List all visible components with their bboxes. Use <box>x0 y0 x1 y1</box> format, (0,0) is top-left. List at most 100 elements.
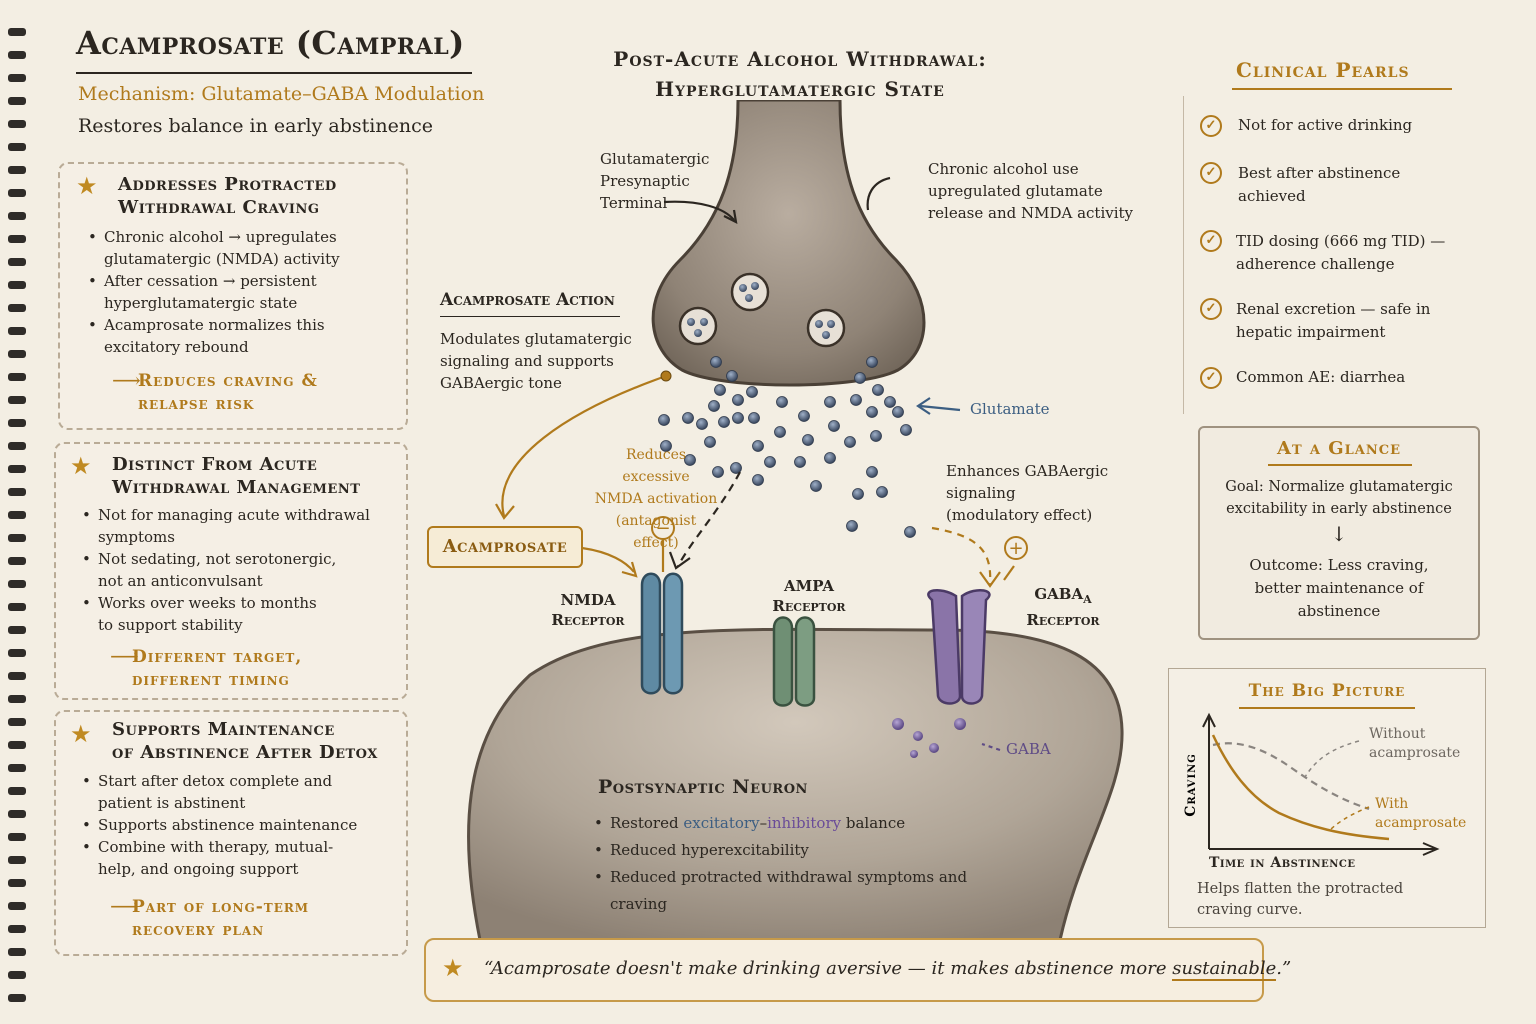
glutamate-molecule <box>732 394 744 406</box>
binding-ring <box>8 373 26 381</box>
glutamate-molecule <box>900 424 912 436</box>
binding-ring <box>8 810 26 818</box>
glutamate-molecule <box>866 466 878 478</box>
mechanism-subtitle: Mechanism: Glutamate–GABA Modulation <box>78 83 485 105</box>
craving-curve-chart: Craving <box>1183 712 1440 856</box>
glutamate-to-nmda-arrow <box>677 471 741 567</box>
gaba-a-receptor <box>927 588 991 705</box>
glutamate-molecule <box>884 396 896 408</box>
quote-text: “Acamprosate doesn't make drinking avers… <box>484 958 1292 981</box>
binding-ring <box>8 649 26 657</box>
card-conclusion: Reduces craving & relapse risk <box>138 371 318 414</box>
plus-sign: + <box>1008 538 1023 559</box>
binding-ring <box>8 856 26 864</box>
binding-ring <box>8 258 26 266</box>
binding-ring <box>8 97 26 105</box>
glutamate-molecule <box>794 456 806 468</box>
glutamate-label: Glutamate <box>970 400 1050 418</box>
minus-circle <box>651 516 675 540</box>
binding-ring <box>8 741 26 749</box>
binding-ring <box>8 304 26 312</box>
arrow-head <box>916 397 931 415</box>
binding-ring <box>8 74 26 82</box>
binding-ring <box>8 327 26 335</box>
arrow-head <box>621 561 638 578</box>
bullet: Not sedating, not serotonergic,not an an… <box>82 548 402 592</box>
binding-ring <box>8 350 26 358</box>
glutamate-molecule <box>684 454 696 466</box>
glutamate-molecule <box>854 372 866 384</box>
glutamate-molecule <box>704 436 716 448</box>
arrow-right-icon: ⟶ <box>110 644 139 668</box>
binding-ring <box>8 120 26 128</box>
pearls-divider <box>1183 96 1184 414</box>
binding-ring <box>8 626 26 634</box>
card-title: Supports Maintenance of Abstinence After… <box>112 719 378 763</box>
glutamate-molecule <box>872 384 884 396</box>
star-icon: ★ <box>70 452 92 480</box>
glutamate-molecule <box>730 462 742 474</box>
presynaptic-terminal <box>651 100 926 387</box>
glutamate-molecule <box>752 440 764 452</box>
check-icon: ✓ <box>1200 162 1222 184</box>
y-axis-label: Craving <box>1183 753 1199 817</box>
binding-ring <box>8 603 26 611</box>
pearl-item: TID dosing (666 mg TID) —adherence chall… <box>1236 232 1446 273</box>
glutamate-molecule <box>866 406 878 418</box>
glutamate-molecule <box>824 396 836 408</box>
arrow-right-icon: ⟶ <box>112 368 141 392</box>
quote-box: ★ “Acamprosate doesn't make drinking ave… <box>424 938 1291 1002</box>
star-icon: ★ <box>76 172 98 200</box>
glutamate-molecule <box>658 414 670 426</box>
glutamate-molecule <box>718 416 730 428</box>
binding-ring <box>8 672 26 680</box>
binding-ring <box>8 948 26 956</box>
glutamate-molecule <box>904 526 916 538</box>
binding-ring <box>8 833 26 841</box>
binding-ring <box>8 534 26 542</box>
tagline: Restores balance in early abstinence <box>78 115 433 137</box>
x-axis-arrow <box>1422 842 1440 856</box>
glutamate-molecule <box>732 412 744 424</box>
acamprosate-action-title: Acamprosate Action <box>440 290 615 310</box>
arrow-head <box>668 551 691 570</box>
postsynaptic-bullets: Restored excitatory–inhibitory balance R… <box>594 810 1014 918</box>
binding-ring <box>8 396 26 404</box>
pearl-item: Not for active drinking <box>1238 116 1413 134</box>
glutamate-molecule <box>746 386 758 398</box>
binding-ring <box>8 511 26 519</box>
glutamate-molecule <box>712 466 724 478</box>
glutamate-molecule <box>870 430 882 442</box>
star-icon: ★ <box>70 720 92 748</box>
card-maintenance: ★ Supports Maintenance of Abstinence Aft… <box>54 710 408 956</box>
with-pointer <box>1328 806 1370 832</box>
binding-ring <box>8 925 26 933</box>
synaptic-vesicles <box>678 272 846 348</box>
ampa-receptor <box>772 616 816 707</box>
check-icon: ✓ <box>1200 115 1222 137</box>
binding-ring <box>8 235 26 243</box>
big-picture-underline <box>1239 707 1415 709</box>
glutamate-molecule <box>682 412 694 424</box>
pearl-item: Common AE: diarrhea <box>1236 368 1406 386</box>
binding-ring <box>8 143 26 151</box>
bullet: Chronic alcohol → upregulatesglutamaterg… <box>88 226 398 270</box>
binding-ring <box>8 787 26 795</box>
clinical-pearls-title: Clinical Pearls <box>1236 58 1410 82</box>
card-title: Distinct From Acute Withdrawal Managemen… <box>112 454 361 498</box>
minus-sign: − <box>655 518 670 539</box>
binding-ring <box>8 419 26 427</box>
